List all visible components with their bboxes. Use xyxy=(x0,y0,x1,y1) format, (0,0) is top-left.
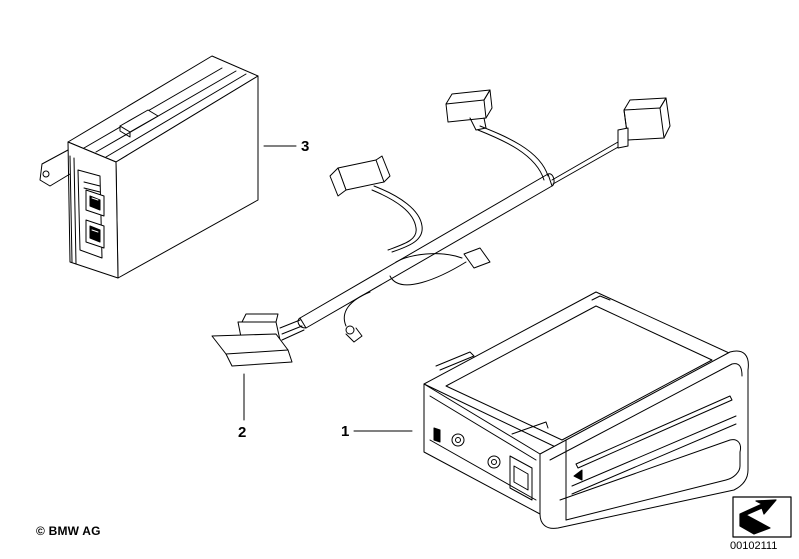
document-id: 00102111 xyxy=(730,540,778,552)
copyright-text: © BMW AG xyxy=(36,524,101,538)
callout-number-2: 2 xyxy=(238,424,247,441)
control-module-drawing xyxy=(39,55,259,279)
wiring-harness-drawing xyxy=(211,89,671,367)
cd-drive-drawing xyxy=(423,291,749,529)
callout-number-1: 1 xyxy=(341,423,350,440)
arrow-direction-icon xyxy=(732,496,792,538)
callout-number-3: 3 xyxy=(301,138,310,155)
